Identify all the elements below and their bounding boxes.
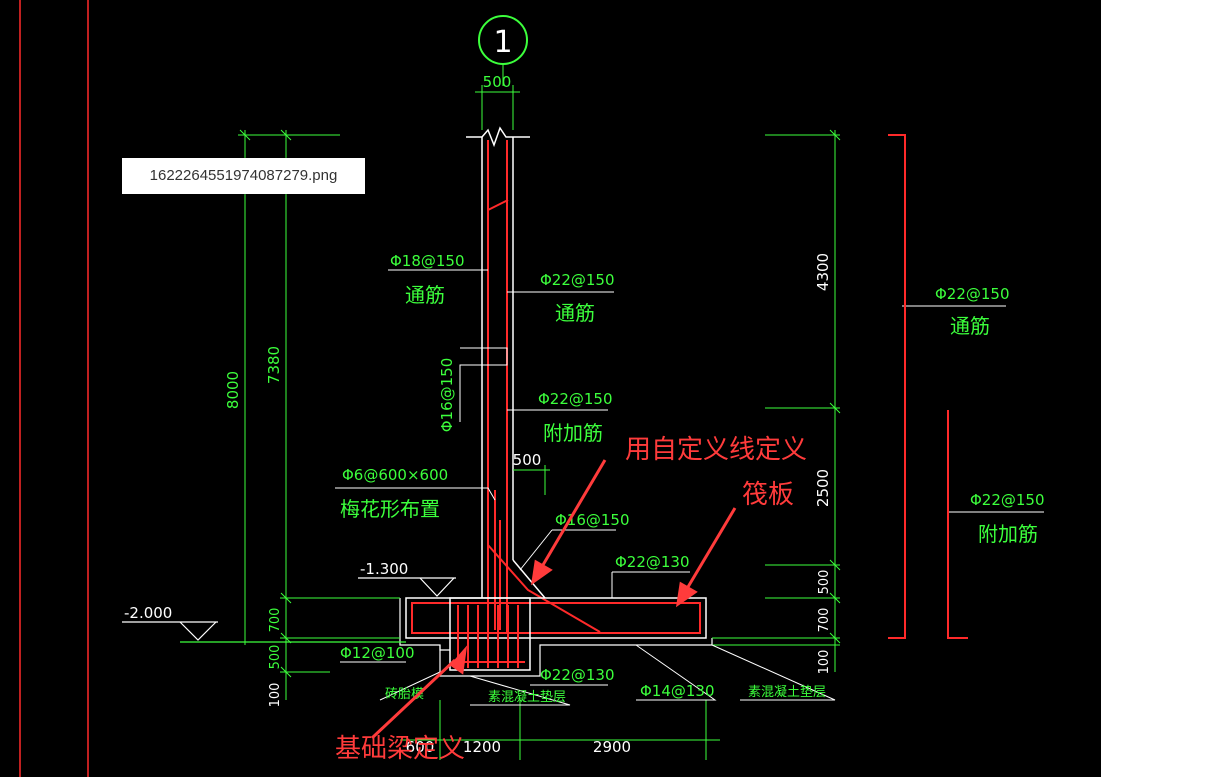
wall-outline (466, 126, 546, 599)
dim-500-right: 500 (817, 570, 832, 595)
foundation-beam (449, 597, 531, 671)
annotation-arrows (370, 459, 737, 740)
right-dimensions (712, 129, 841, 672)
dim-4300: 4300 (814, 253, 832, 291)
drawing-svg: 1 500 (19, 0, 1045, 777)
rebar-note-plum-layout: 梅花形布置 (340, 497, 440, 521)
dim-7380: 7380 (265, 346, 283, 384)
elevation-marks (122, 577, 456, 643)
rebar-label-14-130: Φ14@130 (640, 682, 715, 700)
elevation-1300: -1.300 (360, 560, 408, 578)
rebar-label-22-150-b: Φ22@150 (538, 390, 613, 408)
rebar-note-through-3: 通筋 (950, 314, 990, 338)
rebar-note-additional-1: 附加筋 (543, 421, 603, 445)
rebar-label-22-150-c: Φ22@150 (935, 285, 1010, 303)
rebar-note-through-2: 通筋 (555, 301, 595, 325)
rebar-label-22-150-d: Φ22@150 (970, 491, 1045, 509)
rebar-label-6-600: Φ6@600×600 (342, 466, 448, 484)
dim-500-mid-lines (513, 465, 550, 495)
bottom-dimensions (400, 700, 720, 760)
axis-bubble: 1 (478, 15, 528, 86)
dim-8000: 8000 (224, 371, 242, 409)
raft-slab (405, 597, 707, 639)
rebar-label-12-100: Φ12@100 (340, 644, 415, 662)
dim-700-left: 700 (268, 608, 283, 633)
elevation-2000: -2.000 (124, 604, 172, 622)
rebar-note-through-1: 通筋 (405, 283, 445, 307)
dim-700-right: 700 (817, 608, 832, 633)
rebar-label-22-130-a: Φ22@130 (615, 553, 690, 571)
dim-bottom-1200: 1200 (463, 738, 501, 756)
label-leaders (335, 269, 1044, 706)
rebar-label-18-150: Φ18@150 (390, 252, 465, 270)
dim-top-500: 500 (483, 73, 512, 91)
rebar-label-16-150-vertical: Φ16@150 (438, 358, 456, 433)
label-cushion-1: 素混凝土垫层 (488, 689, 566, 705)
wall-rebars (487, 140, 601, 633)
top-dimension (475, 85, 520, 130)
dim-2500: 2500 (814, 469, 832, 507)
right-brackets (888, 134, 968, 639)
annotation-raft: 筏板 (742, 480, 794, 510)
label-cushion-2: 素混凝土垫层 (748, 684, 826, 700)
cushion-layers (399, 598, 713, 677)
rebar-label-22-150-a: Φ22@150 (540, 271, 615, 289)
dim-100-left: 100 (268, 683, 283, 708)
file-name-tooltip: 1622264551974087279.png (122, 158, 365, 194)
annotation-foundation-beam: 基础梁定义 (335, 734, 465, 764)
dim-500-left: 500 (268, 645, 283, 670)
annotation-custom-line: 用自定义线定义 (625, 435, 807, 465)
axis-label: 1 (493, 25, 512, 60)
left-dimensions (238, 129, 400, 700)
cad-canvas[interactable]: 1 500 (0, 0, 1101, 777)
rebar-note-additional-2: 附加筋 (978, 522, 1038, 546)
dim-bottom-2900: 2900 (593, 738, 631, 756)
rebar-label-22-130-b: Φ22@130 (540, 666, 615, 684)
dim-100-right: 100 (817, 650, 832, 675)
dim-bottom-600: 600 (406, 738, 435, 756)
dim-500-mid: 500 (513, 451, 542, 469)
